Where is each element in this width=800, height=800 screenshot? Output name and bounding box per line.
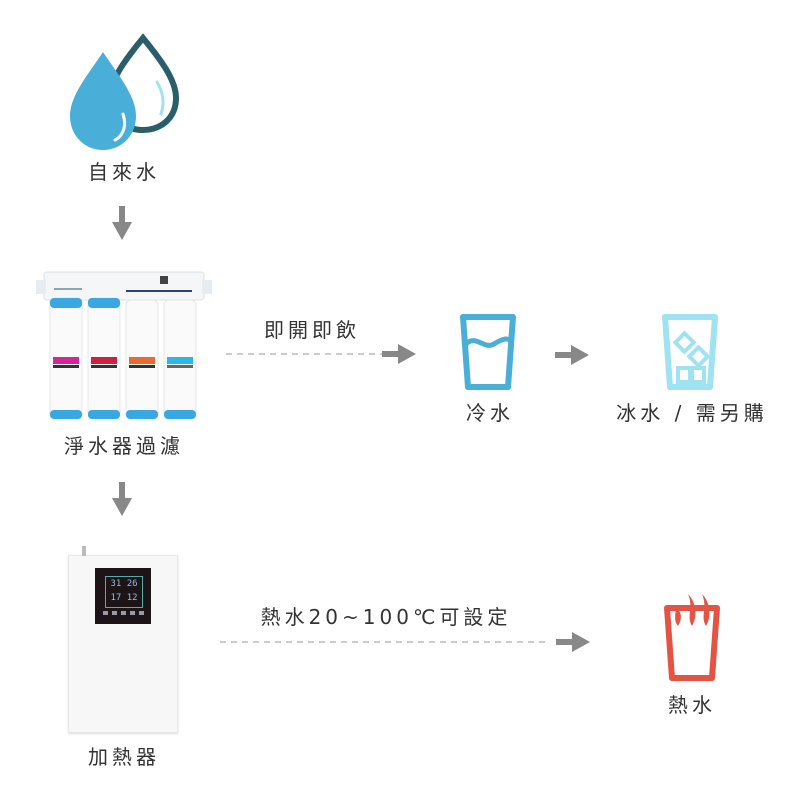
dashed-arrow-icon [220,632,590,652]
heater-display-line1: 31 26 [110,579,138,589]
four-stage-filter-image [36,271,212,419]
arrow-right-icon [555,345,589,365]
ice-water-label: 冰水 / 需另購 [616,401,768,425]
tap-water-label: 自來水 [88,160,160,184]
hot-range-label: 熱水20~100℃可設定 [260,605,512,629]
dashed-arrow-icon [226,344,416,364]
filter-label: 淨水器過濾 [64,434,184,458]
arrow-down-icon [112,206,132,240]
hot-cup-icon [664,594,720,681]
heater-control-panel: 31 26 17 12 [95,568,151,624]
glass-of-water-icon [460,314,516,390]
arrow-down-icon [112,482,132,516]
water-drops-icon [70,33,180,150]
instant-drink-label: 即開即飲 [264,318,360,342]
heater-display-line2: 17 12 [110,593,138,603]
heater-label: 加熱器 [88,745,160,769]
cold-water-label: 冷水 [466,401,514,425]
hot-water-label: 熱水 [668,693,716,717]
water-heater-image: 31 26 17 12 [68,555,178,733]
glass-with-ice-icon [662,314,718,390]
